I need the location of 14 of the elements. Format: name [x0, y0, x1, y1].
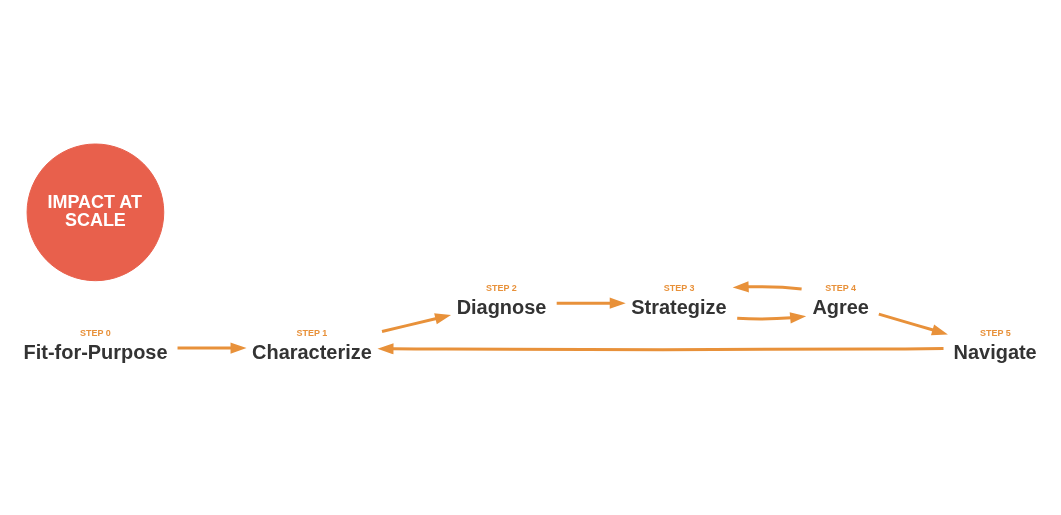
arrow [556, 297, 626, 309]
arrow [377, 342, 944, 354]
arrow [177, 341, 247, 354]
arrow [732, 280, 802, 292]
node-text: STEP 4 Agree [812, 282, 869, 318]
arrow [381, 312, 452, 333]
node-circle: IMPACT AT SCALE [26, 143, 165, 281]
node-text: STEP 0 Fit-for-Purpose [23, 327, 168, 363]
node-text: STEP 1 Characterize [252, 327, 372, 363]
node-text: STEP 3 Strategize [631, 282, 727, 318]
arrow [737, 311, 807, 323]
node-text: STEP 2 Diagnose [456, 282, 547, 318]
arrow [878, 312, 948, 335]
node-text: STEP 5 Navigate [953, 327, 1037, 363]
